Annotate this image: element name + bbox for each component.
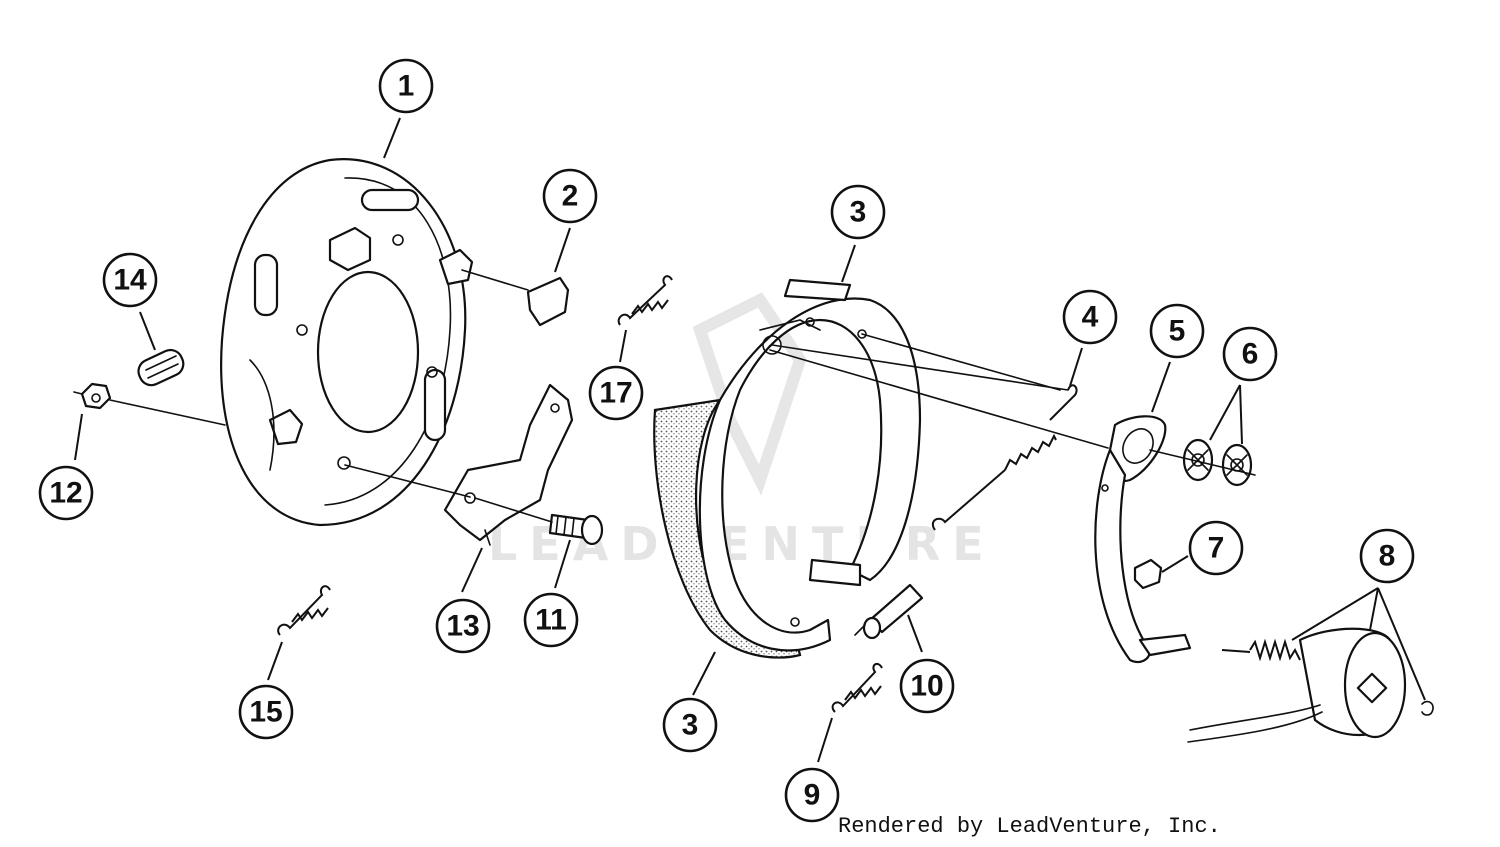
backing-plate [220,158,474,527]
svg-text:10: 10 [910,670,943,703]
svg-text:12: 12 [49,477,82,510]
callout-15: 15 [238,684,294,740]
callout-11: 11 [523,592,579,648]
svg-text:7: 7 [1208,532,1225,565]
svg-text:8: 8 [1379,540,1396,573]
callout-10: 10 [899,658,955,714]
callout-4: 4 [1062,289,1118,345]
svg-text:5: 5 [1169,315,1186,348]
callout-3-top: 3 [830,184,886,240]
star-washers [1182,438,1253,487]
callout-2: 2 [542,168,598,224]
callout-7: 7 [1188,520,1244,576]
footer-credit: Rendered by LeadVenture, Inc. [838,814,1221,839]
leader-lines [74,117,1426,763]
small-spring-top [617,275,673,326]
callout-1: 1 [378,58,434,114]
svg-text:15: 15 [249,696,282,729]
brake-shoe-assembly [653,278,922,659]
callout-8: 8 [1359,528,1415,584]
mounting-bracket [443,383,574,546]
callout-14: 14 [102,252,158,308]
svg-text:14: 14 [113,264,147,297]
anchor-clip [526,276,570,327]
callout-9: 9 [784,767,840,823]
svg-text:4: 4 [1082,301,1099,334]
hex-nut [80,382,112,410]
magnet-assembly [1187,627,1434,743]
adjuster-pin [854,583,924,640]
callout-3-bottom: 3 [662,697,718,753]
callout-5: 5 [1149,303,1205,359]
small-spring-bottom [277,585,331,636]
svg-text:1: 1 [398,70,415,103]
adjuster-spring [831,662,883,713]
svg-text:6: 6 [1242,338,1259,371]
return-spring [931,384,1078,531]
shoulder-bolt [548,513,604,546]
actuating-lever [1094,415,1192,664]
adjuster-plug [137,348,185,387]
callout-17: 17 [588,365,644,421]
svg-text:2: 2 [562,180,579,213]
svg-text:17: 17 [599,377,632,410]
lever-nut [1133,558,1163,590]
svg-text:11: 11 [535,604,567,637]
callout-12: 12 [38,465,94,521]
callout-13: 13 [435,598,491,654]
svg-text:3: 3 [682,709,699,742]
callout-6: 6 [1222,326,1278,382]
svg-text:13: 13 [446,610,479,643]
svg-text:3: 3 [850,196,867,229]
svg-text:9: 9 [804,779,821,812]
